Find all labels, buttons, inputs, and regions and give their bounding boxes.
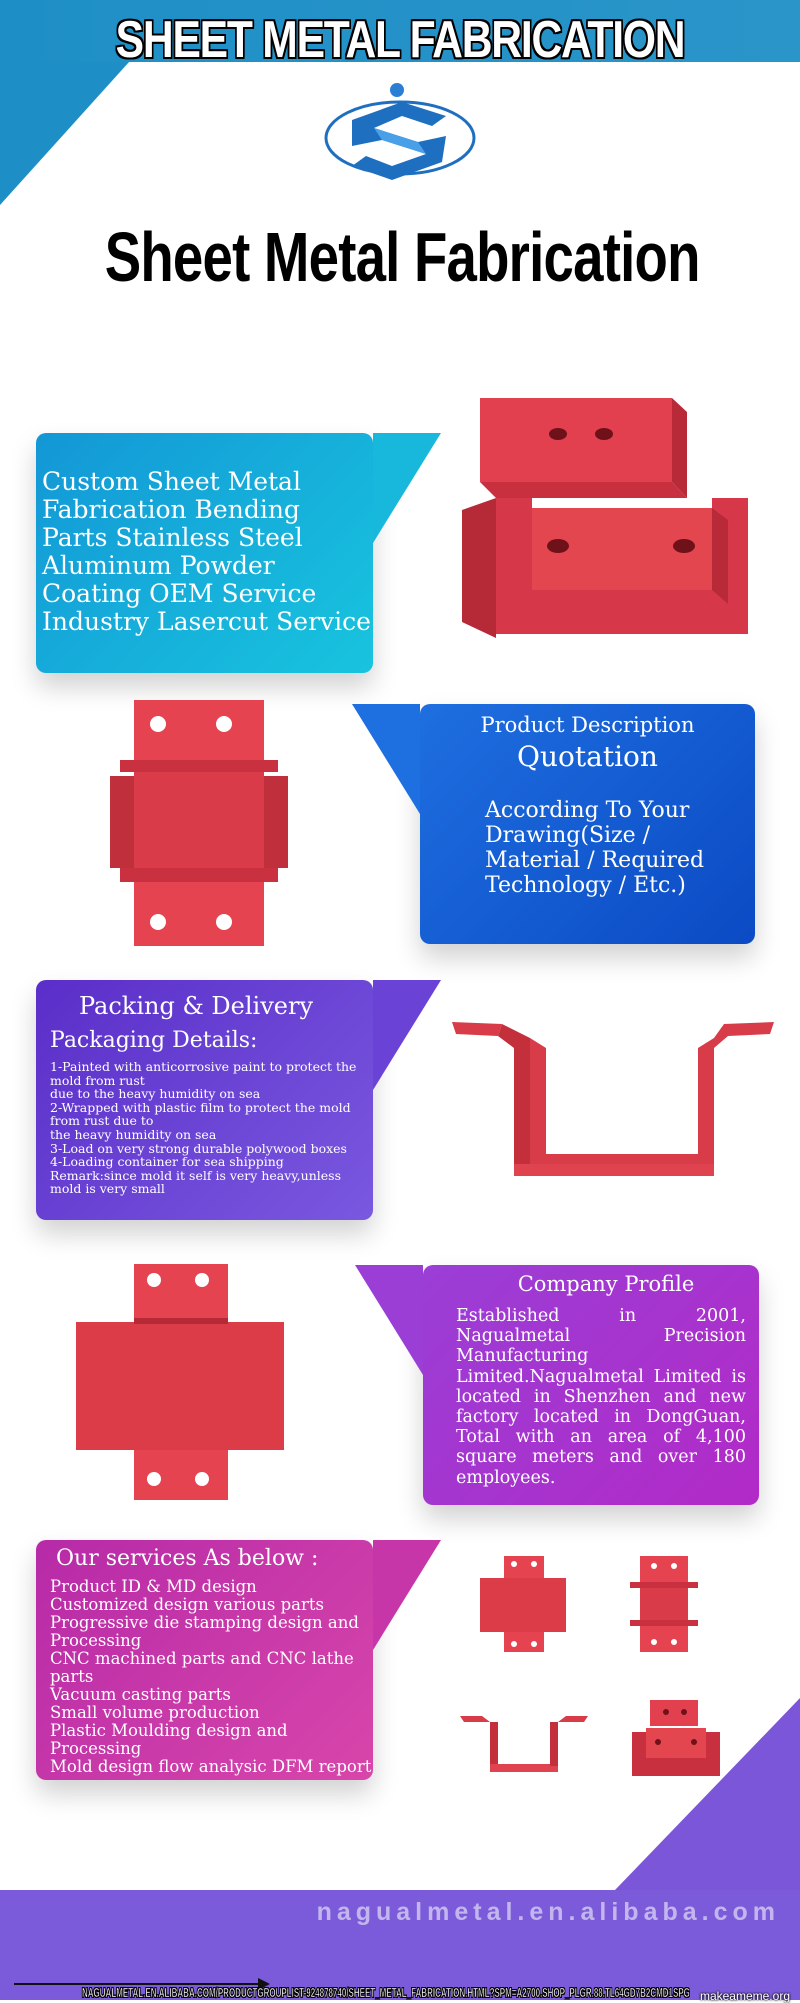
store-link[interactable]: NAGUALMETAL.EN.ALIBABA.COM/PRODUCTGROUPL… bbox=[82, 1986, 690, 2000]
store-domain: nagualmetal.en.alibaba.com bbox=[316, 1898, 780, 1926]
footer-band bbox=[0, 1890, 800, 2000]
stepped-bracket-image bbox=[462, 398, 748, 638]
company-profile-card bbox=[423, 1265, 759, 1505]
page-title: Sheet Metal Fabrication bbox=[104, 218, 701, 296]
small-u-channel-image bbox=[460, 1716, 588, 1772]
company-heading: Company Profile bbox=[517, 1272, 695, 1296]
packing-subheading: Packaging Details: bbox=[50, 1028, 258, 1053]
description-subheading: Quotation bbox=[517, 740, 658, 773]
card-pointer bbox=[373, 433, 441, 543]
service-item: Plastic Moulding design and Processing bbox=[50, 1721, 288, 1758]
company-logo bbox=[324, 83, 476, 180]
card-pointer bbox=[373, 1540, 441, 1650]
flat-plate-bracket-image bbox=[76, 1264, 284, 1500]
banner-title: SHEET METAL FABRICATION bbox=[115, 11, 686, 69]
description-body: According To Your Drawing(Size / Materia… bbox=[485, 798, 705, 898]
service-item: Vacuum casting parts bbox=[50, 1685, 231, 1704]
product-title-card bbox=[36, 433, 373, 673]
service-item: Small volume production bbox=[50, 1703, 260, 1722]
packing-body: 1-Painted with anticorrosive paint to pr… bbox=[50, 1059, 357, 1197]
hat-bracket-image bbox=[110, 700, 288, 946]
arrow-right-icon bbox=[258, 1978, 270, 1990]
services-heading: Our services As below : bbox=[56, 1546, 319, 1571]
corner-triangle-bottom-right bbox=[615, 1698, 800, 1890]
packing-delivery-card bbox=[36, 980, 373, 1220]
card-pointer bbox=[355, 1265, 423, 1375]
service-item: Mold design flow analysic DFM report bbox=[50, 1757, 372, 1776]
card-pointer bbox=[352, 704, 420, 814]
service-item: CNC machined parts and CNC lathe parts bbox=[50, 1649, 354, 1686]
product-title-text: Custom Sheet Metal Fabrication Bending P… bbox=[42, 467, 371, 636]
service-item: Customized design various parts bbox=[50, 1595, 324, 1614]
watermark: makeameme.org bbox=[699, 1989, 790, 2003]
company-body: Established in 2001, Nagualmetal Precisi… bbox=[456, 1306, 746, 1488]
product-description-card bbox=[420, 704, 755, 944]
service-item: Progressive die stamping design and Proc… bbox=[50, 1613, 359, 1650]
small-plate-bracket-image bbox=[480, 1556, 566, 1652]
packing-heading: Packing & Delivery bbox=[78, 992, 314, 1020]
services-card bbox=[36, 1540, 373, 1780]
u-channel-bracket-image bbox=[452, 1022, 774, 1176]
small-hat-bracket-image bbox=[630, 1556, 698, 1652]
top-banner-band bbox=[0, 0, 800, 62]
services-list: Product ID & MD design Customized design… bbox=[50, 1578, 380, 1776]
card-pointer bbox=[373, 980, 441, 1090]
arrow-line bbox=[14, 1983, 262, 1985]
description-heading: Product Description bbox=[480, 713, 695, 737]
service-item: Product ID & MD design bbox=[50, 1577, 257, 1596]
